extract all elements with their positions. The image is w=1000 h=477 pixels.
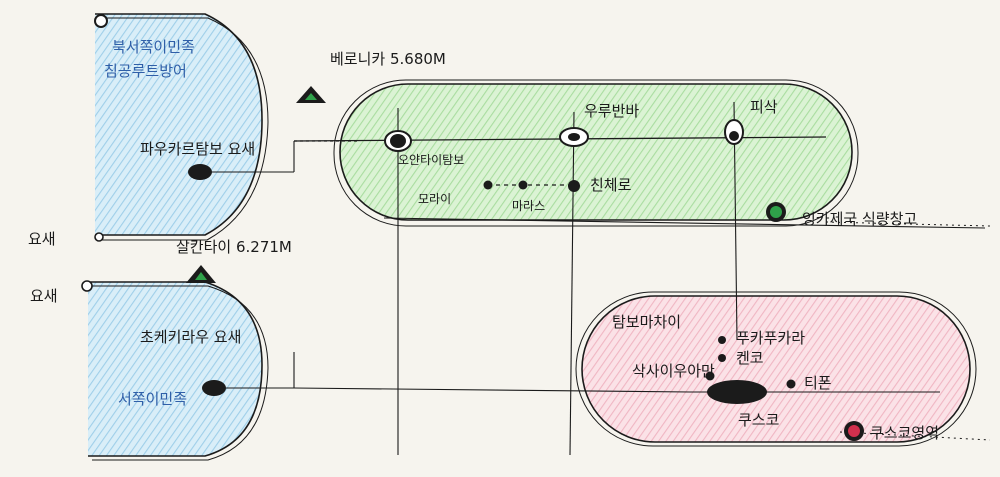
site-ollantaytambo-label: 오얀타이탐보 <box>398 153 464 167</box>
peak-salkantay-label: 살칸타이 6.271M <box>176 238 292 256</box>
site-ollantaytambo: 오얀타이탐보 <box>384 130 464 167</box>
site-moray: 모라이 <box>418 180 493 206</box>
fort-yosae-mid-label: 요새 <box>30 287 58 305</box>
region-central-label: 우루반바 <box>584 102 639 120</box>
fort-yosae-top-label: 요새 <box>28 230 56 248</box>
region-northwest-label-1: 북서쪽이민족 <box>112 38 195 56</box>
marker-cusco-area-label: 쿠스코영역 <box>870 424 939 442</box>
site-chinchero: 친체로 <box>568 176 632 194</box>
region-northwest <box>94 13 269 242</box>
site-tambo-machay: 탐보마차이 <box>612 313 681 331</box>
peak-veronica-label: 베로니카 5.680M <box>330 50 446 68</box>
marker-inca-warehouse: 잉카제국 식량창고 <box>766 202 917 228</box>
site-pukapukara-label: 푸카푸카라 <box>736 329 805 347</box>
fort-paucartambo: 파우카르탐보 요새 <box>140 140 255 180</box>
region-south <box>575 291 977 447</box>
route-lines <box>200 101 991 456</box>
site-sacsayhuaman-label: 삭사이우아만 <box>632 362 715 380</box>
region-west-label: 서쪽이민족 <box>118 390 187 408</box>
site-tambo-machay-label: 탐보마차이 <box>612 313 681 331</box>
fort-chokequirao-label: 초케키라우 요새 <box>140 328 241 346</box>
site-tipon-label: 티폰 <box>804 374 832 392</box>
region-northwest-label-2: 침공루트방어 <box>104 62 187 80</box>
site-qenqo-label: 켄코 <box>736 349 764 367</box>
fort-paucartambo-label: 파우카르탐보 요새 <box>140 140 255 158</box>
site-cusco-label: 쿠스코 <box>738 411 779 429</box>
fort-chokequirao: 초케키라우 요새 <box>140 328 241 396</box>
site-moray-label: 모라이 <box>418 192 451 206</box>
site-sacsayhuaman: 삭사이우아만 <box>632 362 715 381</box>
fort-yosae-mid: 요새 <box>30 287 58 305</box>
site-cusco: 쿠스코 <box>707 380 779 429</box>
site-maras: 마라스 <box>512 180 545 213</box>
site-pisac: 피삭 <box>724 98 778 145</box>
site-chinchero-label: 친체로 <box>590 176 632 194</box>
peak-salkantay: 살칸타이 6.271M <box>176 238 292 283</box>
fort-yosae-top: 요새 <box>28 230 56 248</box>
site-pukapukara: 푸카푸카라 <box>718 329 805 347</box>
marker-inca-warehouse-label: 잉카제국 식량창고 <box>802 210 917 228</box>
site-pisac-label: 피삭 <box>750 98 778 116</box>
site-maras-label: 마라스 <box>512 199 545 213</box>
region-west <box>81 280 269 461</box>
peak-veronica: 베로니카 5.680M <box>296 50 446 103</box>
site-tipon: 티폰 <box>786 374 832 392</box>
marker-cusco-area: 쿠스코영역 <box>844 421 939 442</box>
site-urubamba <box>559 127 589 147</box>
region-central <box>333 79 859 227</box>
site-qenqo: 켄코 <box>718 349 764 367</box>
